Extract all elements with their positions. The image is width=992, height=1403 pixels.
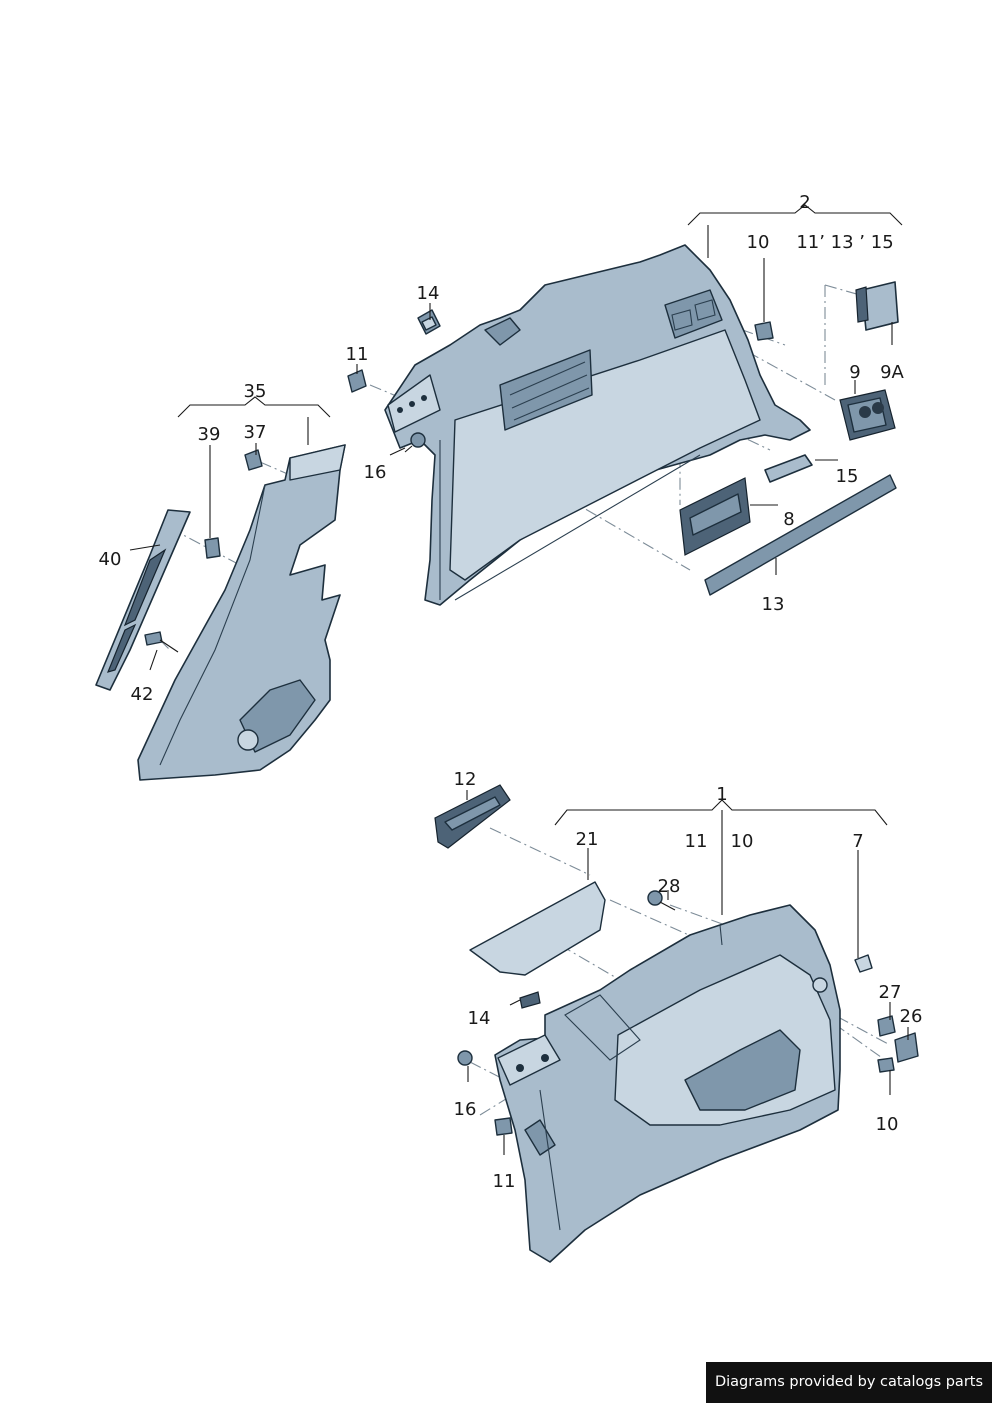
screw-28 xyxy=(647,890,676,911)
label-11-13-15: 11’ 13 ’ 15 xyxy=(796,232,893,253)
bolt-16-lower xyxy=(457,1050,473,1066)
label-1: 1 xyxy=(716,784,727,805)
strip-13 xyxy=(704,474,897,596)
label-14-top: 14 xyxy=(417,283,440,304)
label-37: 37 xyxy=(244,422,267,443)
clip-39 xyxy=(204,537,221,559)
bolt-16-upper xyxy=(404,432,426,453)
label-10-bot: 10 xyxy=(876,1114,899,1135)
group-bracket-2 xyxy=(687,204,903,226)
label-13: 13 xyxy=(762,594,785,615)
cover-15 xyxy=(764,454,813,483)
label-16-bot: 16 xyxy=(454,1099,477,1120)
light-12 xyxy=(434,784,511,849)
label-28: 28 xyxy=(658,876,681,897)
clip-10-upper xyxy=(754,321,774,341)
clip-27 xyxy=(877,1015,896,1037)
cover-8 xyxy=(679,477,751,556)
credit-banner: Diagrams provided by catalogs parts xyxy=(706,1362,992,1403)
label-9a: 9A xyxy=(880,362,904,383)
sill-strip-40 xyxy=(95,509,191,691)
socket-9 xyxy=(839,389,896,441)
label-16-top: 16 xyxy=(364,462,387,483)
label-42: 42 xyxy=(131,684,154,705)
label-10-top: 10 xyxy=(747,232,770,253)
label-26: 26 xyxy=(900,1006,923,1027)
label-11-mid: 11 xyxy=(685,831,708,852)
part-labels: 2 10 11’ 13 ’ 15 14 11 9 9A 35 39 37 16 … xyxy=(99,192,923,1192)
clip-26 xyxy=(894,1032,919,1063)
group-bracket-35 xyxy=(177,396,331,418)
clip-7 xyxy=(854,954,873,973)
group-bracket-1 xyxy=(554,799,888,826)
label-11-bot: 11 xyxy=(493,1171,516,1192)
label-40: 40 xyxy=(99,549,122,570)
label-10-mid: 10 xyxy=(731,831,754,852)
label-35: 35 xyxy=(244,381,267,402)
label-2: 2 xyxy=(799,192,810,213)
pillar-trim-35 xyxy=(137,444,346,781)
side-trim-panel-lower xyxy=(494,904,841,1263)
clip-10-lower xyxy=(877,1057,895,1073)
clip-14-upper xyxy=(417,309,441,335)
cover-21 xyxy=(469,881,606,976)
label-14-bot: 14 xyxy=(468,1008,491,1029)
label-39: 39 xyxy=(198,424,221,445)
label-8: 8 xyxy=(783,509,794,530)
leader-lines xyxy=(129,225,909,1155)
label-11-top: 11 xyxy=(346,344,369,365)
screw-42 xyxy=(144,631,179,653)
clip-11-lower xyxy=(494,1117,513,1136)
label-12: 12 xyxy=(454,769,477,790)
label-27: 27 xyxy=(879,982,902,1003)
clip-37 xyxy=(244,449,263,471)
side-trim-panel-upper xyxy=(384,244,811,606)
cover-9A xyxy=(855,281,899,331)
clip-14-lower xyxy=(519,991,541,1009)
label-7: 7 xyxy=(852,831,863,852)
label-15: 15 xyxy=(836,466,859,487)
label-21: 21 xyxy=(576,829,599,850)
label-9: 9 xyxy=(849,362,860,383)
